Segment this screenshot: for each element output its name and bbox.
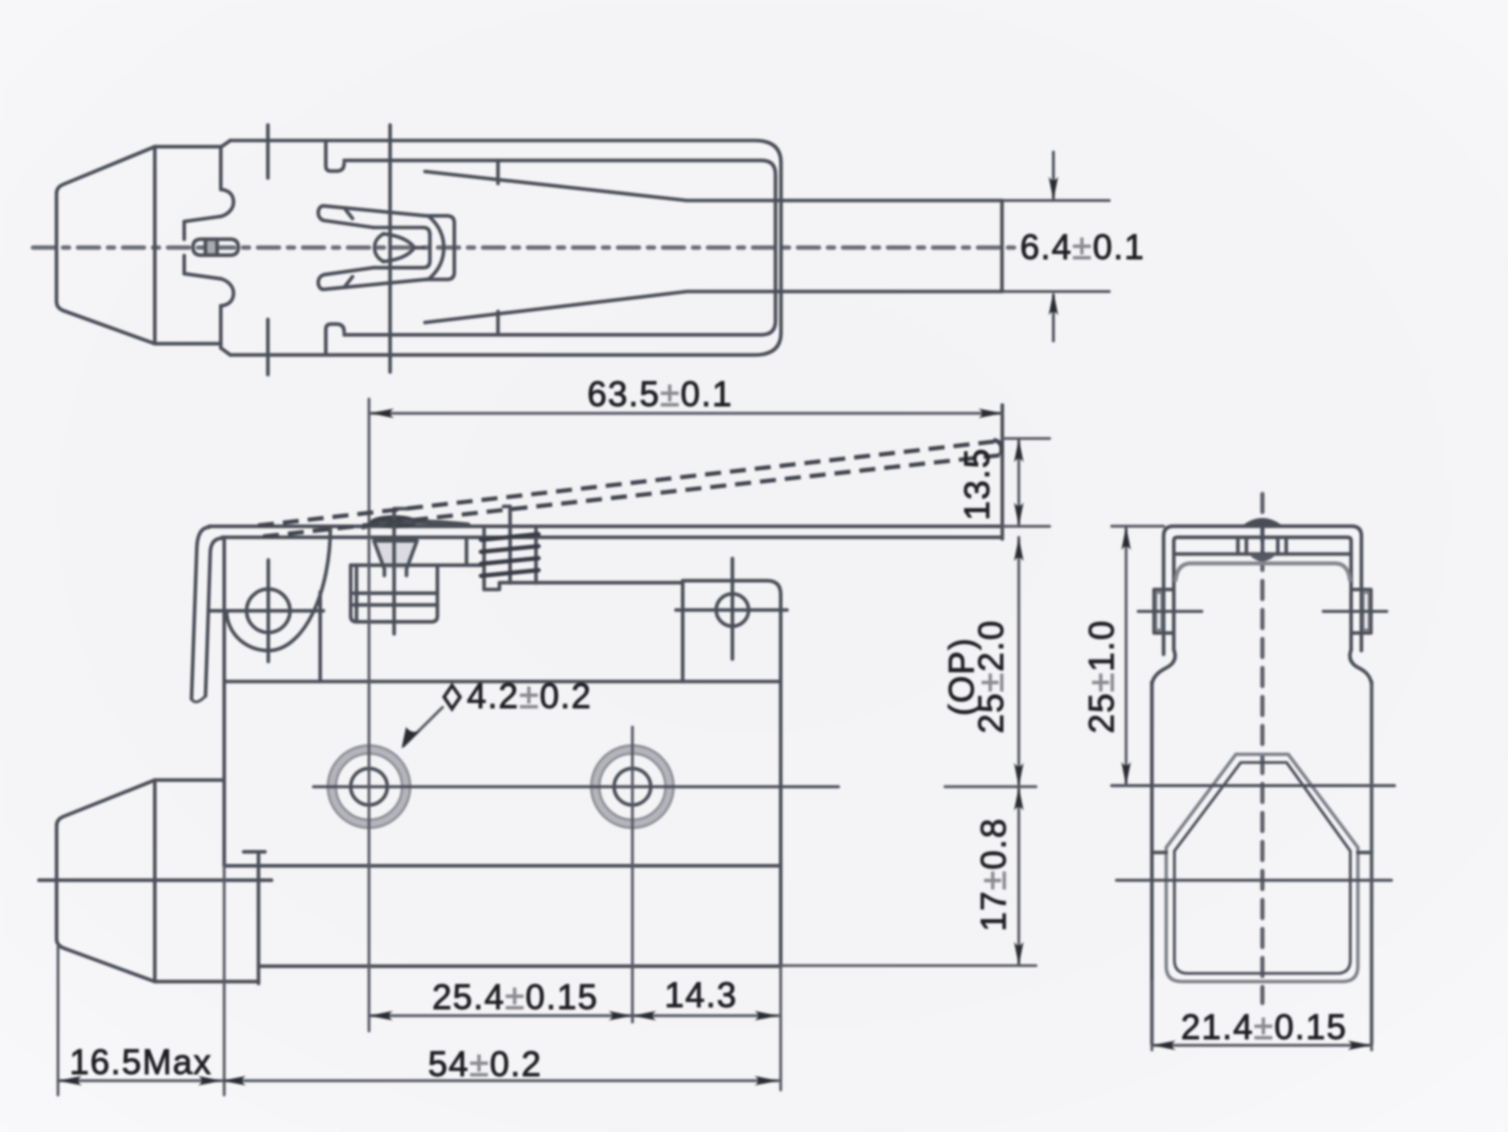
svg-text:17±0.8: 17±0.8	[975, 817, 1014, 931]
svg-text:54±0.2: 54±0.2	[428, 1045, 542, 1084]
svg-text:4.2±0.2: 4.2±0.2	[467, 677, 592, 716]
svg-text:6.4±0.1: 6.4±0.1	[1020, 228, 1145, 267]
svg-text:(OP): (OP)	[943, 637, 982, 716]
svg-text:14.3: 14.3	[665, 976, 738, 1015]
svg-text:13.5: 13.5	[958, 448, 997, 521]
svg-text:25±1.0: 25±1.0	[1083, 619, 1122, 733]
svg-text:25.4±0.15: 25.4±0.15	[432, 978, 598, 1017]
svg-text:21.4±0.15: 21.4±0.15	[1181, 1008, 1347, 1047]
svg-text:25±2.0: 25±2.0	[972, 619, 1011, 733]
svg-text:16.5Max: 16.5Max	[69, 1043, 212, 1082]
svg-text:63.5±0.1: 63.5±0.1	[587, 375, 733, 414]
